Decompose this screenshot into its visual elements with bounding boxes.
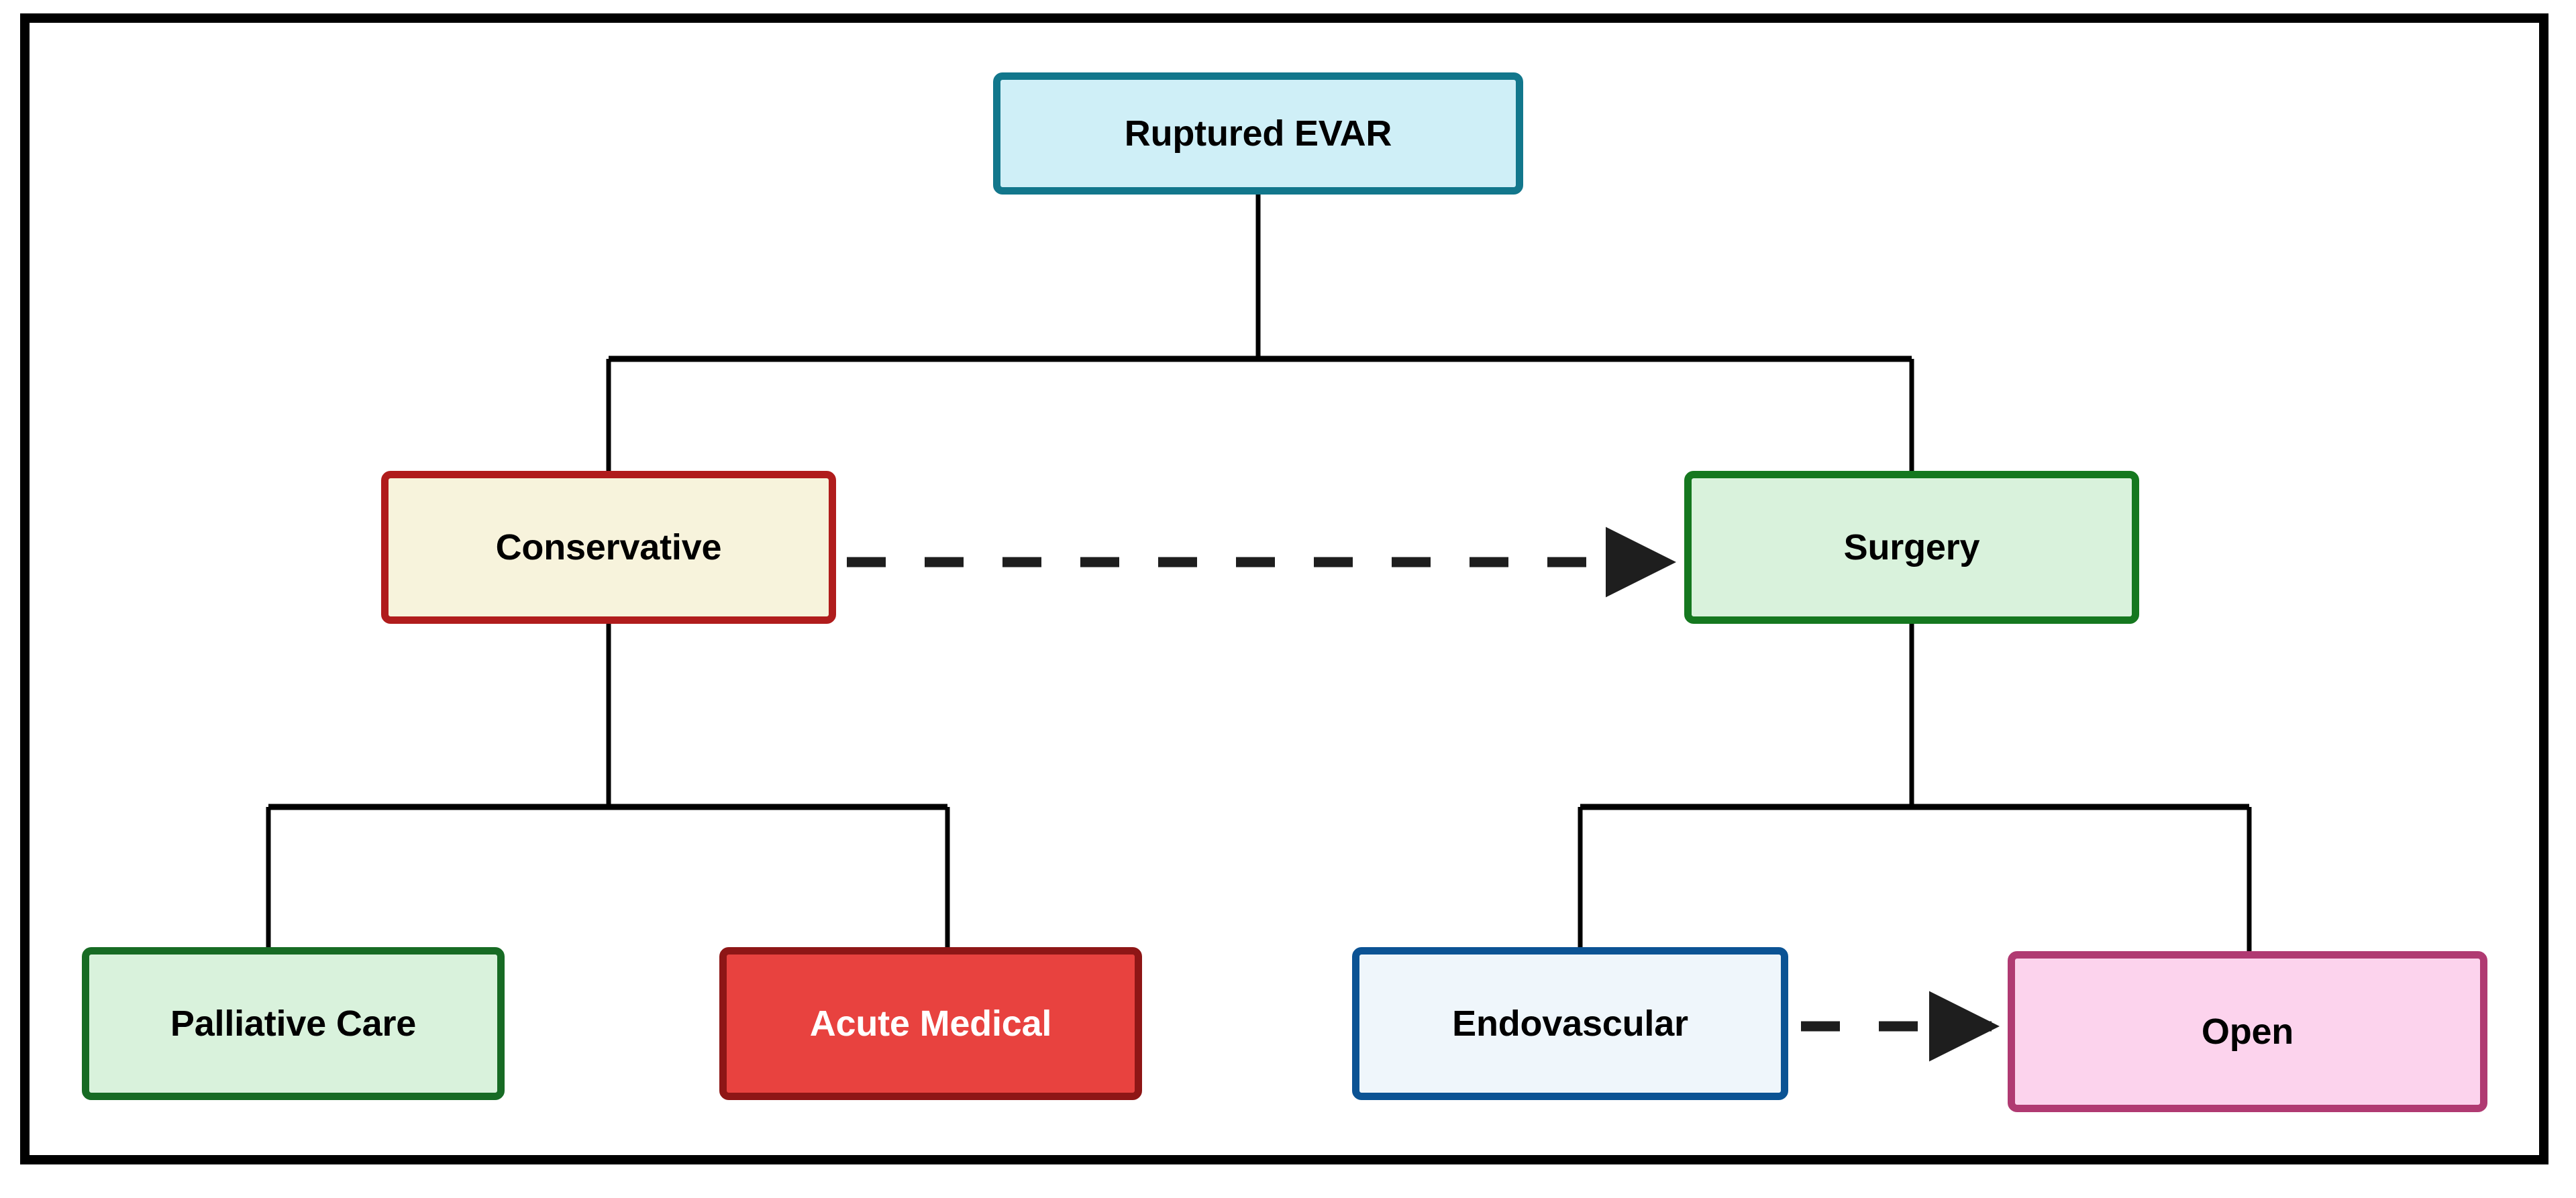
node-acute-medical[interactable]: Acute Medical <box>719 947 1142 1100</box>
node-open[interactable]: Open <box>2008 951 2487 1112</box>
node-label-acute-medical: Acute Medical <box>809 1003 1052 1044</box>
node-conservative[interactable]: Conservative <box>381 471 836 624</box>
connector-root-to-branches <box>606 195 1914 471</box>
node-label-conservative: Conservative <box>495 527 722 567</box>
node-label-surgery: Surgery <box>1843 527 1980 567</box>
node-label-open: Open <box>2201 1011 2294 1052</box>
node-label-endovascular: Endovascular <box>1452 1003 1688 1044</box>
node-label-palliative-care: Palliative Care <box>170 1003 417 1044</box>
node-palliative-care[interactable]: Palliative Care <box>82 947 505 1100</box>
node-ruptured-evar[interactable]: Ruptured EVAR <box>993 72 1523 195</box>
node-label-ruptured-evar: Ruptured EVAR <box>1124 113 1392 154</box>
connector-surgery-to-children <box>1578 624 2252 951</box>
node-surgery[interactable]: Surgery <box>1684 471 2139 624</box>
node-endovascular[interactable]: Endovascular <box>1352 947 1788 1100</box>
connector-conservative-to-children <box>266 624 950 947</box>
